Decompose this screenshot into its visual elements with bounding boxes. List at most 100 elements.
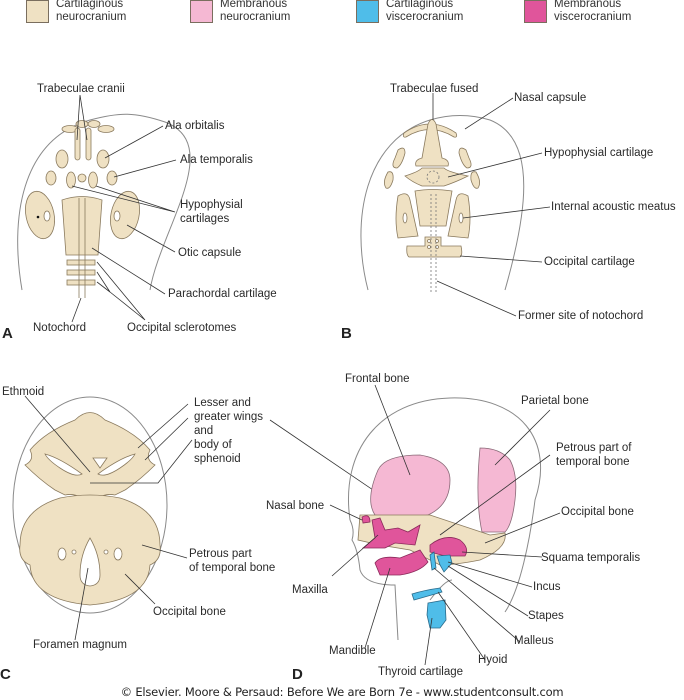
otic-capsule-left-dot (36, 215, 40, 219)
panel-a-drawing (17, 94, 191, 323)
label-hyoid: Hyoid (478, 654, 508, 666)
panel-a-head-outline (17, 113, 191, 291)
parachordal-b (414, 189, 453, 227)
panel-c-drawing (12, 395, 433, 641)
leader-nasal-capsule (464, 97, 514, 130)
hypophysis-outline (426, 170, 440, 184)
squama-temporalis (429, 537, 468, 557)
occipital-foramen (435, 239, 439, 243)
trabecula-nasal-piece (97, 125, 115, 133)
panel-b-head-outline (360, 115, 525, 291)
label-incus: Incus (533, 581, 561, 593)
panel-letter-a: A (2, 325, 13, 342)
label-malleus: Malleus (514, 635, 554, 647)
leader-lesser-wings (137, 403, 189, 449)
panel-c-skull-outline (12, 396, 168, 614)
mandible (374, 549, 429, 576)
leader-notochord (71, 297, 82, 323)
leader-petrous-c (141, 544, 188, 559)
trabeculae-fused (415, 119, 449, 167)
leader-trabeculae-cranii (76, 94, 88, 141)
label-squama-temporalis: Squama temporalis (541, 552, 641, 564)
jugular-foramen-left (57, 547, 67, 561)
leader-malleus (433, 567, 521, 643)
label-trabeculae-cranii: Trabeculae cranii (37, 83, 125, 95)
trabecula-nasal-piece (87, 120, 101, 128)
orbital-fissure-left (44, 453, 83, 476)
hyoid (411, 587, 443, 601)
leader-occipital-bone-d (484, 512, 561, 544)
label-trabeculae-fused: Trabeculae fused (390, 83, 479, 95)
occipital-foramen (427, 239, 431, 243)
legend-label: Cartilaginous viscerocranium (386, 0, 464, 23)
leader-parachordal-cartilage (91, 247, 166, 295)
label-sphenoid: Lesser and greater wings and body of sph… (194, 397, 264, 465)
label-thyroid-cartilage: Thyroid cartilage (378, 666, 464, 678)
jugular-foramen-right (113, 547, 123, 561)
panel-d-head-outline (348, 397, 541, 613)
label-otic-capsule: Otic capsule (178, 247, 242, 259)
label-parachordal-cartilage: Parachordal cartilage (168, 288, 277, 300)
leader-ala-orbitalis (104, 125, 164, 159)
condylar-foramen-left (71, 549, 77, 555)
label-hypophysial-cartilage: Hypophysial cartilage (544, 147, 654, 159)
leader-former-site-notochord (436, 280, 517, 317)
parachordal-cartilage (61, 196, 103, 256)
panel-letter-b: B (341, 325, 352, 342)
leader-foramen-magnum (74, 567, 89, 641)
ala-temporalis-right (106, 170, 118, 186)
ala-orbitalis-b-right (458, 147, 472, 169)
leader-petrous-d (439, 454, 551, 536)
leader-mandible (364, 567, 391, 649)
copyright-credit: © Elsevier. Moore & Persaud: Before We a… (120, 685, 564, 699)
label-internal-acoustic-meatus: Internal acoustic meatus (551, 201, 676, 213)
nasal-capsule (402, 123, 458, 138)
legend-label: Cartilaginous neurocranium (56, 0, 127, 23)
hypophysial-cartilage-left (66, 171, 76, 189)
label-occipital-bone-d: Occipital bone (561, 506, 634, 518)
leader-occipital-cartilage (459, 255, 543, 263)
leader-squama-temporalis (461, 551, 543, 558)
label-occipital-sclerotomes: Occipital sclerotomes (127, 322, 237, 334)
label-foramen-magnum: Foramen magnum (33, 639, 127, 651)
orbital-fissure-right (97, 453, 136, 476)
occipital-cartilage (406, 236, 463, 258)
label-nasal-bone: Nasal bone (266, 500, 325, 512)
malleus (429, 551, 437, 571)
leader-nasal-bone (329, 504, 363, 521)
panel-letter-c: C (0, 666, 11, 683)
occipital-sclerotome (66, 279, 96, 286)
label-notochord: Notochord (33, 322, 87, 334)
label-mandible: Mandible (329, 645, 376, 657)
panel-letter-d: D (292, 666, 303, 683)
leader-parietal-bone (494, 409, 551, 466)
leader-hypophysial-cartilages (71, 185, 176, 213)
legend-swatch-pink (190, 0, 213, 23)
leader-body-sphenoid (90, 439, 193, 484)
leader-hyoid (437, 591, 486, 661)
parietal-bone (477, 447, 517, 533)
panel-d-drawing (329, 384, 561, 666)
hypophysis-center (77, 173, 87, 183)
label-stapes: Stapes (528, 610, 564, 622)
legend-swatch-tan (26, 0, 49, 23)
leader-incus (447, 561, 533, 588)
label-nasal-capsule: Nasal capsule (514, 92, 587, 104)
hypophysial-cartilage-b (404, 167, 470, 187)
trabecula-cranii-right (85, 127, 92, 161)
ala-temporalis-b-right (470, 171, 480, 189)
leader-greater-wings (144, 417, 189, 461)
leader-ala-temporalis (113, 159, 177, 178)
label-ala-orbitalis: Ala orbitalis (165, 120, 225, 132)
otic-capsule-right-hole (113, 210, 121, 222)
label-occipital-bone-c: Occipital bone (153, 606, 226, 618)
otic-capsule-left-hole (43, 210, 51, 222)
label-maxilla: Maxilla (292, 584, 328, 596)
legend-swatch-magenta (524, 0, 547, 23)
legend-label: Membranous neurocranium (220, 0, 291, 23)
label-hypophysial-cartilages: Hypophysial cartilages (180, 199, 243, 225)
occipital-sclerotome (66, 269, 96, 276)
ala-orbitalis-b-left (392, 147, 406, 169)
label-parietal-bone: Parietal bone (521, 395, 589, 407)
